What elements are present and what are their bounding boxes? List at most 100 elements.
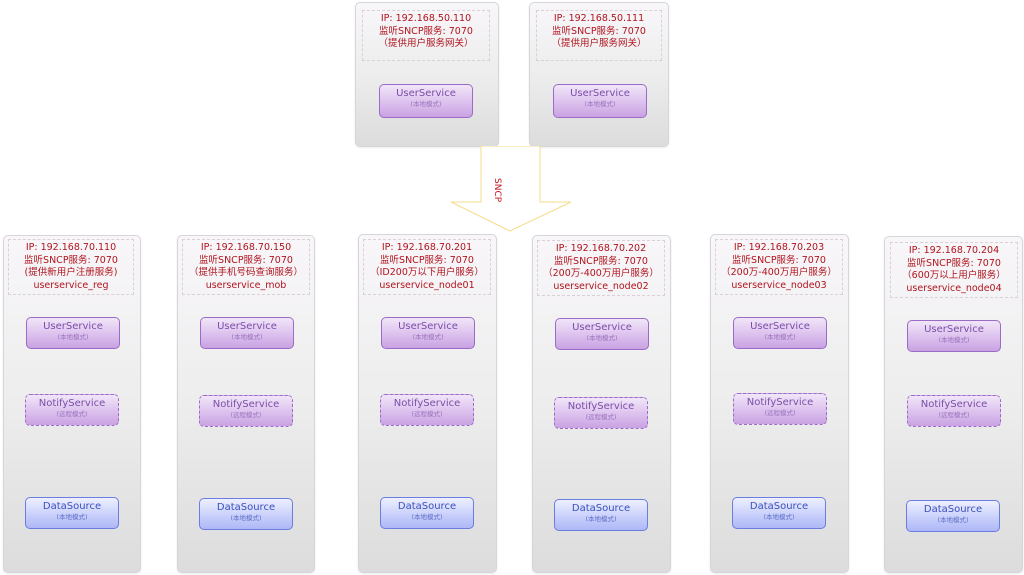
datasource-box: DataSource (本地模式) xyxy=(732,497,826,529)
port-label: 监听SNCP服务: 7070 xyxy=(907,257,1001,269)
gateway-node-2: IP: 192.168.50.111 监听SNCP服务: 7070 （提供用户服… xyxy=(529,2,669,147)
service-name: NotifyService xyxy=(212,399,280,410)
sncp-arrow-icon xyxy=(450,146,572,232)
service-mode: (本地模式) xyxy=(56,513,88,521)
notify-service-box: NotifyService (远程模式) xyxy=(554,397,648,429)
ip-label: IP: 192.168.70.202 xyxy=(555,243,647,254)
notify-service-box: NotifyService (远程模式) xyxy=(199,395,293,427)
service-mode: (本地模式) xyxy=(764,333,796,341)
sncp-label: SNCP xyxy=(492,178,502,203)
service-mode: (本地模式) xyxy=(937,516,969,524)
node-id-label: userservice_node03 xyxy=(731,279,827,291)
service-mode: (本地模式) xyxy=(412,333,444,341)
role-label: （200万-400万用户服务） xyxy=(721,267,837,278)
service-name: DataSource xyxy=(42,501,102,512)
datasource-box: DataSource (本地模式) xyxy=(380,497,474,529)
user-service-box: UserService (本地模式) xyxy=(733,317,827,349)
user-service-box: UserService (本地模式) xyxy=(553,84,647,118)
service-mode: (远程模式) xyxy=(230,411,262,419)
port-label: 监听SNCP服务: 7070 xyxy=(379,25,473,37)
ip-label: IP: 192.168.70.204 xyxy=(908,245,1000,256)
service-node-5: IP: 192.168.70.203 监听SNCP服务: 7070 （200万-… xyxy=(710,234,849,573)
service-name: UserService xyxy=(43,321,103,332)
service-name: UserService xyxy=(750,321,810,332)
service-name: UserService xyxy=(398,321,458,332)
ip-label: IP: 192.168.70.110 xyxy=(25,242,117,253)
ip-label: IP: 192.168.70.201 xyxy=(381,242,473,253)
service-name: DataSource xyxy=(749,501,809,512)
ip-label: IP: 192.168.50.111 xyxy=(553,13,645,24)
service-mode: (本地模式) xyxy=(410,100,442,108)
service-name: DataSource xyxy=(923,504,983,515)
service-mode: (本地模式) xyxy=(586,334,618,342)
node-info: IP: 192.168.70.150 监听SNCP服务: 7070 （提供手机号… xyxy=(182,239,310,295)
node-id-label: userservice_reg xyxy=(33,279,109,291)
service-name: DataSource xyxy=(571,503,631,514)
role-label: （提供手机号码查询服务） xyxy=(188,267,303,278)
datasource-box: DataSource (本地模式) xyxy=(199,498,293,530)
service-mode: (本地模式) xyxy=(763,513,795,521)
user-service-box: UserService (本地模式) xyxy=(26,317,120,349)
service-mode: (本地模式) xyxy=(938,336,970,344)
service-name: UserService xyxy=(570,88,630,99)
role-label: （ID200万以下用户服务） xyxy=(370,267,484,278)
service-mode: (远程模式) xyxy=(585,413,617,421)
service-node-3: IP: 192.168.70.201 监听SNCP服务: 7070 （ID200… xyxy=(358,234,497,573)
service-node-1: IP: 192.168.70.110 监听SNCP服务: 7070 (提供新用户… xyxy=(3,235,141,573)
notify-service-box: NotifyService (远程模式) xyxy=(380,394,474,426)
notify-service-box: NotifyService (远程模式) xyxy=(907,395,1001,427)
service-mode: (本地模式) xyxy=(231,333,263,341)
service-name: NotifyService xyxy=(38,398,106,409)
role-label: （提供用户服务网关） xyxy=(378,38,474,49)
gateway-info: IP: 192.168.50.110 监听SNCP服务: 7070 （提供用户服… xyxy=(362,10,490,61)
service-name: UserService xyxy=(924,324,984,335)
port-label: 监听SNCP服务: 7070 xyxy=(380,254,474,266)
node-id-label: userservice_mob xyxy=(205,279,287,291)
node-info: IP: 192.168.70.203 监听SNCP服务: 7070 （200万-… xyxy=(715,239,843,295)
node-info: IP: 192.168.70.202 监听SNCP服务: 7070 （200万-… xyxy=(537,240,665,296)
service-node-2: IP: 192.168.70.150 监听SNCP服务: 7070 （提供手机号… xyxy=(177,235,315,573)
service-mode: (本地模式) xyxy=(57,333,89,341)
service-mode: (远程模式) xyxy=(938,411,970,419)
role-label: （提供用户服务网关） xyxy=(551,38,647,49)
notify-service-box: NotifyService (远程模式) xyxy=(25,394,119,426)
user-service-box: UserService (本地模式) xyxy=(907,320,1001,352)
service-name: NotifyService xyxy=(567,401,635,412)
role-label: （200万-400万用户服务） xyxy=(543,268,659,279)
datasource-box: DataSource (本地模式) xyxy=(554,499,648,531)
service-node-6: IP: 192.168.70.204 监听SNCP服务: 7070 （600万以… xyxy=(884,236,1023,573)
service-mode: (本地模式) xyxy=(411,513,443,521)
port-label: 监听SNCP服务: 7070 xyxy=(552,25,646,37)
service-mode: (本地模式) xyxy=(230,514,262,522)
user-service-box: UserService (本地模式) xyxy=(555,318,649,350)
service-mode: (本地模式) xyxy=(584,100,616,108)
ip-label: IP: 192.168.70.150 xyxy=(200,242,292,253)
node-id-label: userservice_node01 xyxy=(379,279,475,291)
service-name: NotifyService xyxy=(393,398,461,409)
service-mode: (远程模式) xyxy=(764,409,796,417)
user-service-box: UserService (本地模式) xyxy=(200,317,294,349)
ip-label: IP: 192.168.70.203 xyxy=(733,242,825,253)
node-info: IP: 192.168.70.201 监听SNCP服务: 7070 （ID200… xyxy=(363,239,491,295)
node-info: IP: 192.168.70.204 监听SNCP服务: 7070 （600万以… xyxy=(890,242,1018,298)
port-label: 监听SNCP服务: 7070 xyxy=(24,254,118,266)
service-mode: (远程模式) xyxy=(56,410,88,418)
service-name: UserService xyxy=(217,321,277,332)
datasource-box: DataSource (本地模式) xyxy=(906,500,1000,532)
role-label: (提供新用户注册服务) xyxy=(24,267,118,278)
user-service-box: UserService (本地模式) xyxy=(379,84,473,118)
service-mode: (远程模式) xyxy=(411,410,443,418)
service-node-4: IP: 192.168.70.202 监听SNCP服务: 7070 （200万-… xyxy=(532,235,671,573)
port-label: 监听SNCP服务: 7070 xyxy=(199,254,293,266)
node-id-label: userservice_node04 xyxy=(906,282,1002,294)
user-service-box: UserService (本地模式) xyxy=(381,317,475,349)
node-id-label: userservice_node02 xyxy=(553,280,649,292)
datasource-box: DataSource (本地模式) xyxy=(25,497,119,529)
service-mode: (本地模式) xyxy=(585,515,617,523)
gateway-info: IP: 192.168.50.111 监听SNCP服务: 7070 （提供用户服… xyxy=(536,10,662,61)
service-name: UserService xyxy=(572,322,632,333)
port-label: 监听SNCP服务: 7070 xyxy=(554,255,648,267)
service-name: UserService xyxy=(396,88,456,99)
port-label: 监听SNCP服务: 7070 xyxy=(732,254,826,266)
service-name: DataSource xyxy=(216,502,276,513)
